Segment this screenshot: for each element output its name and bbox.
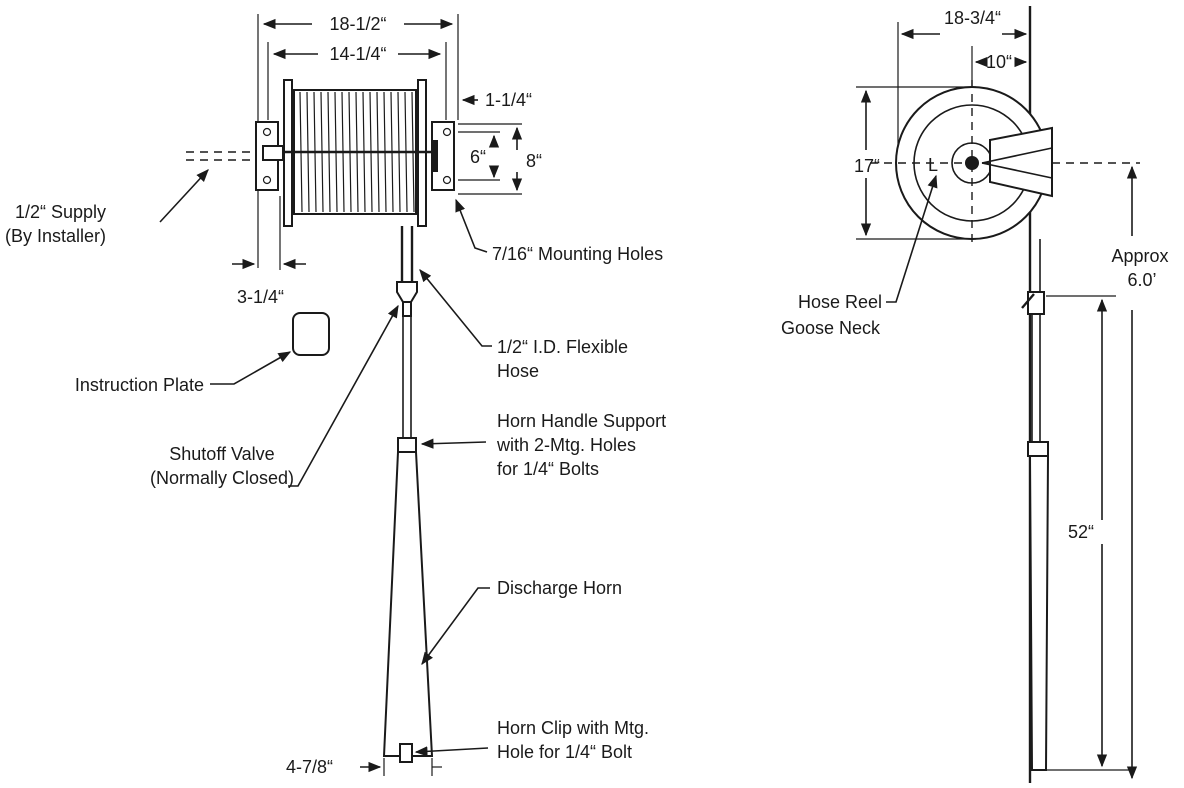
dim-valve-height: 52“ [1068, 522, 1094, 542]
instruction-plate [292, 312, 330, 356]
mounting-hole [442, 127, 452, 137]
valve-stem [402, 301, 412, 317]
mounting-hole [262, 175, 272, 185]
horn-handle-support-side [1027, 441, 1049, 457]
leader-supply [159, 169, 209, 223]
label-shutoff-valve: Shutoff Valve [169, 444, 274, 464]
goose-neck-edge [981, 162, 1053, 179]
leader-goose-neck [886, 174, 938, 303]
label-horn-clip: Horn Clip with Mtg. [497, 718, 649, 738]
horn-clip [399, 743, 413, 763]
label-flexible-hose-sub: Hose [497, 361, 539, 381]
dim-center-offset: 10“ [986, 52, 1012, 72]
leader-instruction-plate [210, 351, 292, 385]
label-flexible-hose: 1/2“ I.D. Flexible [497, 337, 628, 357]
valve-handle-side [1021, 293, 1035, 309]
label-discharge-horn: Discharge Horn [497, 578, 622, 598]
label-horn-support: Horn Handle Support [497, 411, 666, 431]
label-goose-neck-sub: Goose Neck [781, 318, 881, 338]
bracket-bearing [432, 140, 438, 172]
mounting-hole [262, 127, 272, 137]
dim-approx: Approx [1111, 246, 1168, 266]
dim-approx-value: 6.0’ [1127, 270, 1156, 290]
centerline-symbol: L [928, 155, 938, 175]
label-horn-support-sub1: with 2-Mtg. Holes [496, 435, 636, 455]
front-view: 18-1/2“ 14-1/4“ 1-1/4“ 1/2“ Supply [5, 14, 666, 777]
mounting-hole [442, 175, 452, 185]
label-horn-support-sub2: for 1/4“ Bolts [497, 459, 599, 479]
side-view: 18-3/4“ 10“ L 17“ Hose Reel Goose Neck [781, 6, 1169, 783]
dim-overall-width: 18-1/2“ [329, 14, 386, 34]
shutoff-valve-side [1027, 291, 1045, 315]
leader-flexible-hose [419, 269, 492, 347]
dim-bracket-width: 3-1/4“ [237, 287, 284, 307]
label-shutoff-valve-sub: (Normally Closed) [150, 468, 294, 488]
leader-shutoff-valve [288, 304, 399, 487]
dim-drum-width: 14-1/4“ [329, 44, 386, 64]
discharge-horn [382, 451, 434, 757]
supply-inlet-fitting [262, 145, 284, 161]
leader-horn-clip [414, 746, 489, 757]
label-mounting-holes: 7/16“ Mounting Holes [492, 244, 663, 264]
dim-hole-spacing-outer: 8“ [526, 151, 542, 171]
goose-neck-edge [981, 147, 1053, 164]
dim-overall-depth: 18-3/4“ [944, 8, 1001, 28]
discharge-horn-side [1028, 455, 1050, 771]
label-instruction-plate: Instruction Plate [75, 375, 204, 395]
leader-mounting-holes [455, 198, 488, 253]
label-supply-sub: (By Installer) [5, 226, 106, 246]
shutoff-valve [396, 281, 418, 303]
dim-horn-width: 4-7/8“ [286, 757, 333, 777]
label-supply: 1/2“ Supply [15, 202, 106, 222]
dim-bracket-offset: 1-1/4“ [485, 90, 532, 110]
label-goose-neck: Hose Reel [798, 292, 882, 312]
goose-neck-arm [989, 126, 1053, 198]
leader-discharge-horn [421, 587, 490, 666]
horn-handle-support [397, 437, 417, 453]
label-horn-clip-sub: Hole for 1/4“ Bolt [497, 742, 632, 762]
dim-hole-spacing-inner: 6“ [470, 147, 486, 167]
leader-horn-support [420, 438, 487, 449]
dim-reel-diameter: 17“ [854, 156, 880, 176]
